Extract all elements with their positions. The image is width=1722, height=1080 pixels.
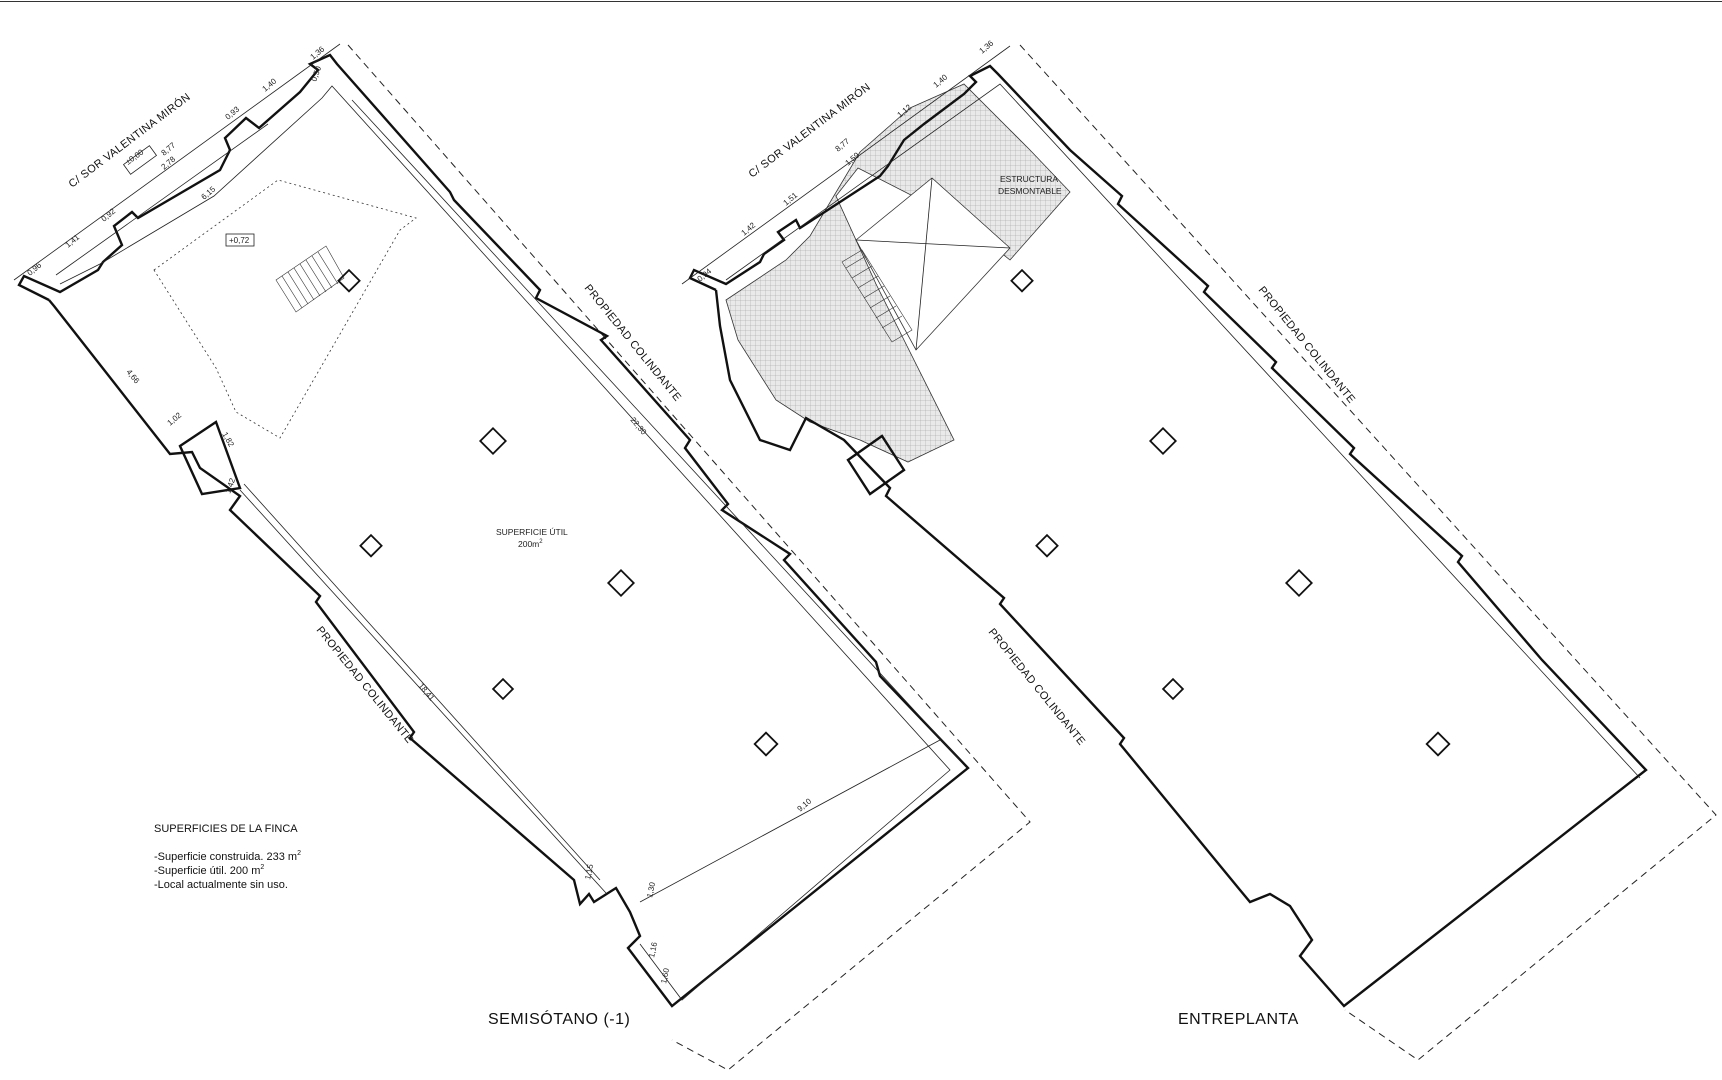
plan-entreplanta: C/ SOR VALENTINA MIRÓN PROPIEDAD COLINDA… [681, 38, 1717, 1061]
notes-line-1: -Superficie construida. 233 m2 [154, 850, 301, 863]
dim-line-top-right [681, 45, 1011, 285]
dim-line-long [351, 99, 961, 761]
structure-label-1: ESTRUCTURA [1000, 174, 1058, 184]
dim-text: 0,96 [26, 260, 44, 277]
dim-line-top [13, 43, 341, 281]
plan-title-left: SEMISÓTANO (-1) [488, 1009, 630, 1028]
structure-hatched [725, 83, 1071, 463]
neighbor-label-left-bottom: PROPIEDAD COLINDANTE [314, 624, 416, 746]
dim-text: 18,41 [416, 682, 436, 704]
dim-line-bottom [639, 739, 941, 903]
level-mark-box [225, 233, 255, 247]
notes-line-2: -Superficie útil. 200 m2 [154, 864, 264, 877]
outer-wall-right [688, 64, 1648, 1008]
column [1035, 533, 1059, 558]
column [491, 677, 515, 701]
notes-block: SUPERFICIES DE LA FINCA -Superficie cons… [154, 823, 301, 891]
property-line-left [347, 44, 1031, 1071]
dim-line-inner [55, 123, 269, 276]
inner-wall-left-b [239, 489, 607, 894]
dim-text: 8,77 [160, 140, 178, 157]
dim-text: 1,16 [647, 941, 659, 959]
dim-text: 0,94 [696, 266, 714, 283]
plan-semisotano: C/ SOR VALENTINA MIRÓN PROPIEDAD COLINDA… [13, 43, 1031, 1071]
entry-box-right [846, 434, 906, 496]
dim-text: 8,77 [834, 136, 852, 153]
column [478, 426, 508, 456]
column [1425, 731, 1451, 757]
structure-label-2: DESMONTABLE [998, 186, 1062, 196]
street-label-left: C/ SOR VALENTINA MIRÓN [66, 90, 193, 190]
plan-title-right: ENTREPLANTA [1178, 1011, 1299, 1028]
notes-heading: SUPERFICIES DE LA FINCA [154, 823, 298, 835]
outer-wall-left [17, 53, 970, 1008]
column [1161, 677, 1185, 701]
dim-text: 1,40 [261, 76, 279, 93]
void-cross [915, 177, 933, 351]
dim-text: 9,10 [796, 796, 814, 813]
stair-left [275, 245, 345, 313]
mezzanine-outline [153, 179, 417, 439]
dim-text: 2,78 [160, 154, 178, 171]
column [753, 731, 779, 757]
dim-text: 1,02 [166, 410, 184, 427]
column [1010, 268, 1034, 293]
level-mark-box [122, 145, 158, 175]
level-mark-1: +0,72 [229, 236, 250, 245]
entry-box [178, 420, 242, 496]
dim-text: 1,40 [932, 72, 950, 89]
inner-wall-right [725, 83, 1641, 779]
neighbor-label-right-top: PROPIEDAD COLINDANTE [1256, 284, 1358, 406]
column [606, 568, 636, 598]
area-value: 200m2 [518, 539, 543, 549]
property-line-right [1019, 44, 1717, 1061]
column [1148, 426, 1178, 456]
dim-text: 1,30 [645, 881, 657, 899]
column [1284, 568, 1314, 598]
notes-line-3: -Local actualmente sin uso. [154, 879, 288, 891]
dim-text: 1,36 [978, 38, 996, 55]
dim-text: 0,93 [224, 104, 242, 121]
dim-text: 0,50 [309, 64, 323, 82]
dim-text: 4,66 [124, 368, 141, 386]
neighbor-label-left-top: PROPIEDAD COLINDANTE [582, 282, 684, 404]
dim-text: 1,60 [659, 967, 671, 985]
area-label: SUPERFICIE ÚTIL [496, 527, 568, 537]
dim-text: 1,15 [583, 863, 595, 881]
stair-right [841, 249, 913, 343]
column [359, 533, 383, 558]
dim-line-side [243, 483, 601, 881]
dim-text: 1,41 [64, 232, 82, 249]
void-cross [855, 239, 1011, 249]
dim-text: 1,42 [740, 220, 758, 237]
inner-wall-left [59, 85, 951, 1001]
column [337, 268, 361, 293]
dim-text: 0,92 [100, 206, 118, 223]
